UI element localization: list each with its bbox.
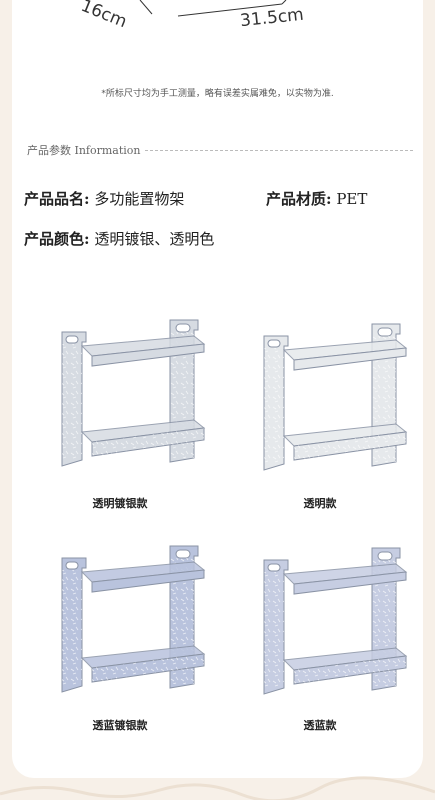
product-image-clear xyxy=(242,314,417,478)
product-caption-blue-silver: 透蓝镀银款 xyxy=(92,719,148,732)
param-color-key: 产品颜色: xyxy=(24,230,90,248)
param-material: 产品材质: PET xyxy=(266,188,367,209)
shelf-rack-illustration xyxy=(263,547,408,695)
param-color-value: 透明镀银、透明色 xyxy=(94,230,215,248)
dimension-diagram: 16cm 31.5cm xyxy=(12,0,423,40)
param-name-value: 多功能置物架 xyxy=(94,190,185,208)
shelf-rack-illustration xyxy=(61,319,206,467)
param-material-value: PET xyxy=(336,190,368,208)
info-section-header: 产品参数 Information xyxy=(27,142,413,158)
param-color: 产品颜色: 透明镀银、透明色 xyxy=(24,228,214,249)
product-caption-clear-silver: 透明镀银款 xyxy=(92,497,148,510)
background-decoration xyxy=(0,776,435,800)
info-divider xyxy=(144,149,413,151)
shelf-rack-illustration xyxy=(61,545,206,693)
measurement-note: *所标尺寸均为手工测量，略有误差实属难免，以实物为准. xyxy=(101,89,334,99)
param-product-name: 产品品名: 多功能置物架 xyxy=(24,188,184,209)
product-caption-blue: 透蓝款 xyxy=(303,719,337,732)
product-image-blue-silver xyxy=(40,536,215,700)
product-caption-clear: 透明款 xyxy=(303,497,337,510)
param-material-key: 产品材质: xyxy=(266,190,332,208)
product-image-clear-silver xyxy=(40,310,215,474)
content-card: 16cm 31.5cm *所标尺寸均为手工测量，略有误差实属难免，以实物为准. … xyxy=(12,0,423,778)
shelf-rack-illustration xyxy=(263,323,408,471)
param-name-key: 产品品名: xyxy=(24,190,90,208)
product-image-blue xyxy=(242,538,417,702)
dimension-lines xyxy=(139,0,287,17)
info-title: 产品参数 Information xyxy=(27,144,141,157)
